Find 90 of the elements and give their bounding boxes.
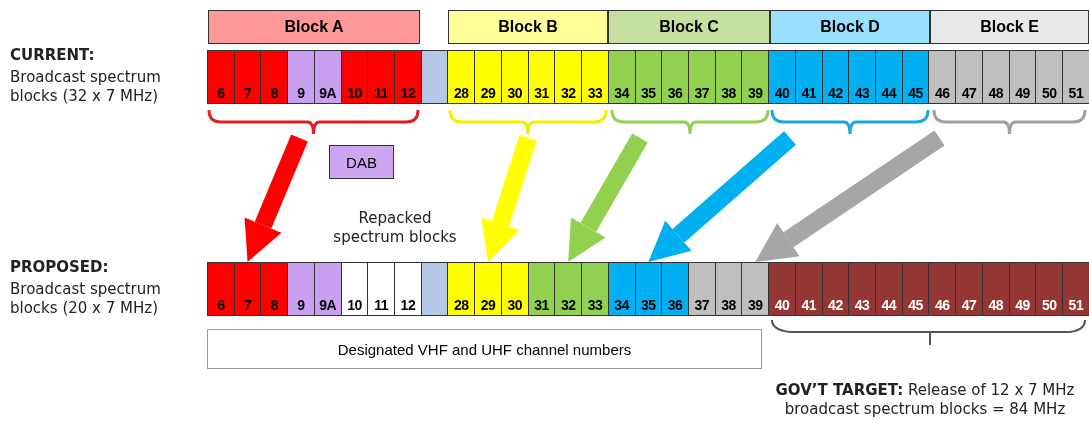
bracket [770,109,930,136]
channel-cell: 34 [607,262,636,316]
channel-cell: 37 [687,50,716,104]
arrow [755,130,945,262]
channel-cell: 29 [474,262,502,316]
channel-cell: 44 [875,50,903,104]
channel-cell: 28 [447,262,476,316]
arrow [648,131,796,262]
channel-cell: 36 [661,50,689,104]
channel-cell: 33 [581,50,609,104]
channel-cell: 31 [527,262,556,316]
bracket [610,109,770,136]
channel-cell: 11 [367,262,396,316]
channel-cell: 49 [1008,50,1037,104]
block-header: Block E [930,10,1089,44]
channel-cell: 7 [233,262,262,316]
channel-cell: 31 [527,50,556,104]
channel-cell: 9A [313,50,342,104]
channel-cell: 40 [768,50,796,104]
bracket [771,319,1086,346]
channel-cell: 35 [634,262,663,316]
channel-cell: 30 [500,262,529,316]
channel-cell: 47 [955,262,983,316]
channel-cell: 29 [474,50,502,104]
channel-cell: 46 [928,262,957,316]
channel-cell: 10 [340,262,369,316]
channel-cell: 34 [607,50,636,104]
channel-cell: 40 [768,262,796,316]
channel-cell: 38 [714,262,743,316]
row-heading: CURRENT: [10,46,95,65]
channel-cell: 41 [794,50,823,104]
channel-cell: 11 [367,50,396,104]
channel-cell: 45 [901,262,930,316]
channel-cell: 7 [233,50,262,104]
empty-channel-cell [420,50,449,104]
channel-cell: 37 [687,262,716,316]
channel-cell: 43 [848,262,876,316]
channel-cell: 50 [1035,262,1064,316]
channel-cell: 39 [741,50,770,104]
channel-cell: 46 [928,50,957,104]
channel-cell: 42 [821,262,850,316]
channel-cell: 32 [554,50,583,104]
channel-cell: 6 [207,262,235,316]
channel-cell: 9 [287,262,315,316]
channel-cell: 8 [260,262,289,316]
block-header: Block D [770,10,930,44]
channel-cell: 30 [500,50,529,104]
channel-cell: 28 [447,50,476,104]
block-header: Block A [208,10,420,44]
channel-cell: 32 [554,262,583,316]
bracket [207,109,420,136]
channel-cell: 51 [1062,262,1089,316]
caption-box: Designated VHF and UHF channel numbers [207,329,762,369]
channel-cell: 50 [1035,50,1064,104]
bracket [448,109,608,136]
row-description: Broadcast spectrum blocks (32 x 7 MHz) [10,68,162,106]
channel-cell: 35 [634,50,663,104]
channel-cell: 9A [313,262,342,316]
channel-cell: 6 [207,50,235,104]
arrow [481,135,537,262]
channel-cell: 33 [581,262,609,316]
channel-cell: 39 [741,262,770,316]
channel-cell: 43 [848,50,876,104]
channel-cell: 44 [875,262,903,316]
channel-cell: 41 [794,262,823,316]
dab-label-box: DAB [329,145,394,179]
channel-cell: 36 [661,262,689,316]
channel-cell: 38 [714,50,743,104]
channel-cell: 51 [1062,50,1089,104]
channel-cell: 48 [981,50,1010,104]
channel-cell: 10 [340,50,369,104]
row-heading: PROPOSED: [10,258,109,277]
channel-cell: 8 [260,50,289,104]
channel-cell: 9 [287,50,315,104]
target-note: GOV’T TARGET: Release of 12 x 7 MHz broadcast spectrum blocks = 84 MHz [774,381,1076,419]
block-header: Block B [448,10,608,44]
channel-cell: 12 [394,50,422,104]
channel-cell: 47 [955,50,983,104]
block-header: Block C [608,10,770,44]
empty-channel-cell [420,262,449,316]
channel-cell: 48 [981,262,1010,316]
channel-cell: 45 [901,50,930,104]
arrow [244,134,308,262]
channel-cell: 42 [821,50,850,104]
arrow [568,133,648,262]
row-description: Broadcast spectrum blocks (20 x 7 MHz) [10,280,162,318]
bracket [932,109,1087,136]
channel-cell: 49 [1008,262,1037,316]
annotation: Repacked spectrum blocks [332,209,458,247]
channel-cell: 12 [394,262,422,316]
